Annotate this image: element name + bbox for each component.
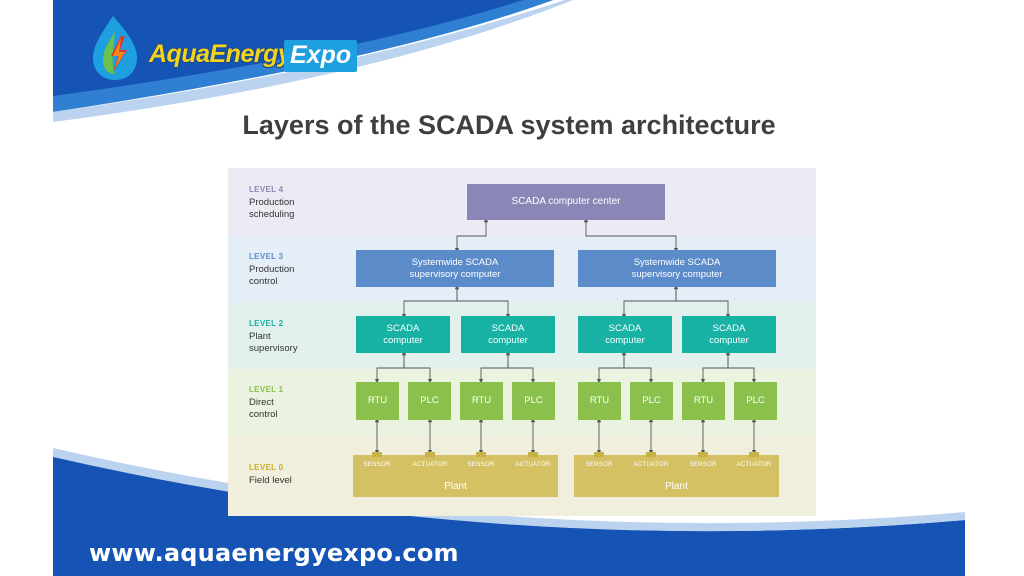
footer-url[interactable]: www.aquaenergyexpo.com	[89, 539, 459, 567]
controller-rtu-1: RTU	[356, 382, 399, 420]
level-2-name: Plant supervisory	[249, 331, 298, 354]
connector-lines	[374, 217, 757, 455]
brand-logo: AquaEnergy Expo	[91, 10, 361, 90]
level-2-label: LEVEL 2 Plant supervisory	[249, 319, 298, 354]
level-1-name: Direct control	[249, 397, 278, 420]
scada-computer-2: SCADA computer	[461, 316, 555, 353]
level-0-title: LEVEL 0	[249, 463, 284, 472]
device-label: ACTUATOR	[736, 461, 772, 468]
controller-rtu-2: RTU	[460, 382, 503, 420]
level-1-label: LEVEL 1 Direct control	[249, 385, 283, 420]
plant-1: SENSOR ACTUATOR SENSOR ACTUATOR Plant	[353, 452, 558, 497]
controller-plc-3: PLC	[630, 382, 673, 420]
device-label: ACTUATOR	[412, 461, 448, 468]
controller-rtu-3: RTU	[578, 382, 621, 420]
device-label: SENSOR	[585, 461, 613, 468]
scada-computer-4: SCADA computer	[682, 316, 776, 353]
level-3-label: LEVEL 3 Production control	[249, 252, 294, 287]
supervisory-computer-1: Systemwide SCADA supervisory computer	[356, 250, 554, 287]
device-label: SENSOR	[363, 461, 391, 468]
device-label: SENSOR	[689, 461, 717, 468]
controller-plc-2: PLC	[512, 382, 555, 420]
supervisory-computer-2: Systemwide SCADA supervisory computer	[578, 250, 776, 287]
plant-label: Plant	[665, 481, 688, 492]
level-1-title: LEVEL 1	[249, 385, 284, 394]
level-0-label: LEVEL 0 Field level	[249, 463, 292, 487]
page-title: Layers of the SCADA system architecture	[242, 110, 776, 140]
plant-label: Plant	[444, 481, 467, 492]
device-label: ACTUATOR	[515, 461, 551, 468]
scada-computer-3: SCADA computer	[578, 316, 672, 353]
level-4-title: LEVEL 4	[249, 185, 284, 194]
device-label: ACTUATOR	[633, 461, 669, 468]
controller-plc-4: PLC	[734, 382, 777, 420]
water-drop-icon	[93, 16, 137, 80]
controller-rtu-4: RTU	[682, 382, 725, 420]
level-4-name: Production scheduling	[249, 197, 295, 220]
controller-plc-1: PLC	[408, 382, 451, 420]
level-3-name: Production control	[249, 264, 295, 287]
level-3-title: LEVEL 3	[249, 252, 284, 261]
scada-computer-center: SCADA computer center	[467, 184, 665, 220]
level-2-title: LEVEL 2	[249, 319, 284, 328]
scada-computer-1: SCADA computer	[356, 316, 450, 353]
brand-aqua: AquaEnergy	[149, 40, 292, 68]
brand-expo: Expo	[284, 40, 358, 72]
plant-2: SENSOR ACTUATOR SENSOR ACTUATOR Plant	[574, 452, 779, 497]
device-label: SENSOR	[467, 461, 495, 468]
level-4-label: LEVEL 4 Production scheduling	[249, 185, 294, 220]
scada-diagram: LEVEL 4 Production scheduling LEVEL 3 Pr…	[228, 168, 816, 516]
level-0-name: Field level	[249, 475, 292, 486]
